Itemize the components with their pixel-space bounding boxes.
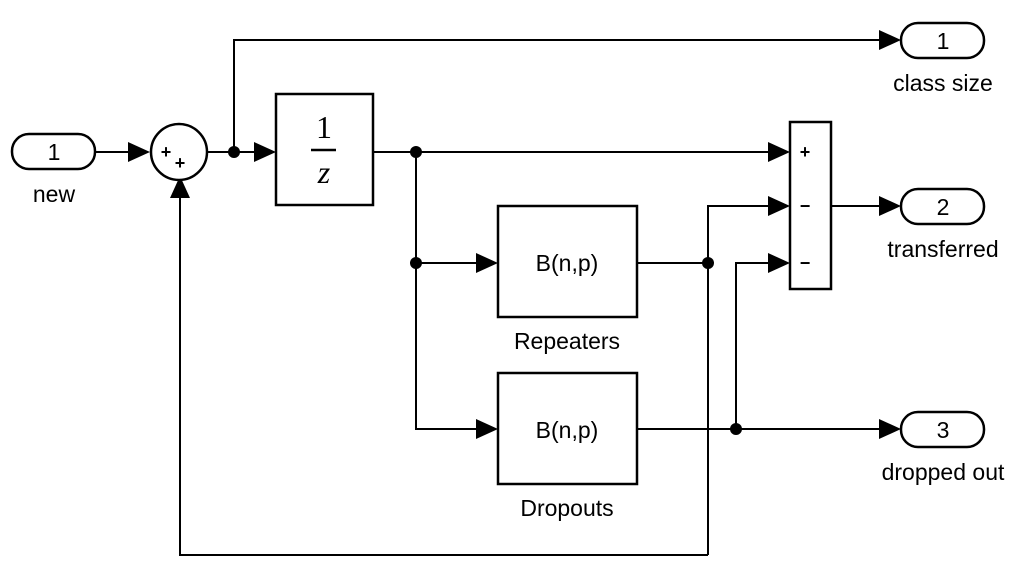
arrow-icon xyxy=(254,142,276,162)
arrow-icon xyxy=(768,142,790,162)
arrow-icon xyxy=(879,196,901,216)
sum-sign-bottom: + xyxy=(175,153,186,173)
wire-repeaters-to-sum2 xyxy=(707,205,770,555)
delay-denominator: z xyxy=(317,154,331,190)
sum-block-output[interactable]: + − − xyxy=(788,120,833,291)
outport-label: transferred xyxy=(887,236,998,262)
junction-dot xyxy=(730,423,742,435)
arrow-icon xyxy=(768,253,790,273)
junctions xyxy=(228,146,742,435)
junction-dot xyxy=(702,257,714,269)
dropouts-block[interactable]: B(n,p) Dropouts xyxy=(496,371,639,521)
outport-transferred[interactable]: 2 transferred xyxy=(887,187,999,262)
inport-number: 1 xyxy=(48,139,61,165)
sum2-sign-2: − xyxy=(800,196,811,216)
junction-dot xyxy=(410,257,422,269)
arrowheads xyxy=(128,30,901,439)
outport-label: dropped out xyxy=(882,459,1005,485)
arrow-icon xyxy=(476,253,498,273)
arrow-icon xyxy=(768,196,790,216)
outport-shape[interactable] xyxy=(899,21,986,60)
inport-label: new xyxy=(33,181,76,207)
outport-number: 3 xyxy=(937,417,950,443)
unit-delay-block[interactable]: 1 z xyxy=(274,92,375,207)
outport-shape[interactable] xyxy=(899,410,986,449)
wire-dropouts-to-sum2 xyxy=(735,262,770,429)
arrow-icon xyxy=(879,30,901,50)
dropouts-text: B(n,p) xyxy=(536,417,599,443)
outport-class-size[interactable]: 1 class size xyxy=(893,21,993,96)
wires xyxy=(96,39,880,556)
outport-label: class size xyxy=(893,70,993,96)
wire-to-class-size xyxy=(233,39,880,152)
repeaters-label: Repeaters xyxy=(514,328,620,354)
outport-number: 1 xyxy=(937,28,950,54)
sum-block-input[interactable]: + + xyxy=(149,122,209,182)
sum2-sign-1: + xyxy=(800,142,811,162)
sum2-rect[interactable] xyxy=(788,120,833,291)
sum-circle[interactable] xyxy=(149,122,209,182)
wire-to-dropouts xyxy=(415,152,478,430)
outport-dropped-out[interactable]: 3 dropped out xyxy=(882,410,1005,485)
junction-dot xyxy=(228,146,240,158)
inport-new[interactable]: 1 new xyxy=(10,132,97,207)
repeaters-text: B(n,p) xyxy=(536,250,599,276)
repeaters-rect[interactable] xyxy=(496,204,639,319)
arrow-icon xyxy=(170,176,190,198)
arrow-icon xyxy=(476,419,498,439)
dropouts-rect[interactable] xyxy=(496,371,639,486)
arrow-icon xyxy=(879,419,901,439)
wire-feedback xyxy=(179,196,708,556)
outport-number: 2 xyxy=(937,194,950,220)
sum2-sign-3: − xyxy=(800,253,811,273)
arrow-icon xyxy=(128,142,150,162)
junction-dot xyxy=(410,146,422,158)
delay-numerator: 1 xyxy=(316,109,332,145)
sum-sign-left: + xyxy=(161,142,172,162)
inport-shape[interactable] xyxy=(10,132,97,171)
dropouts-label: Dropouts xyxy=(520,495,613,521)
repeaters-block[interactable]: B(n,p) Repeaters xyxy=(496,204,639,354)
outport-shape[interactable] xyxy=(899,187,986,226)
